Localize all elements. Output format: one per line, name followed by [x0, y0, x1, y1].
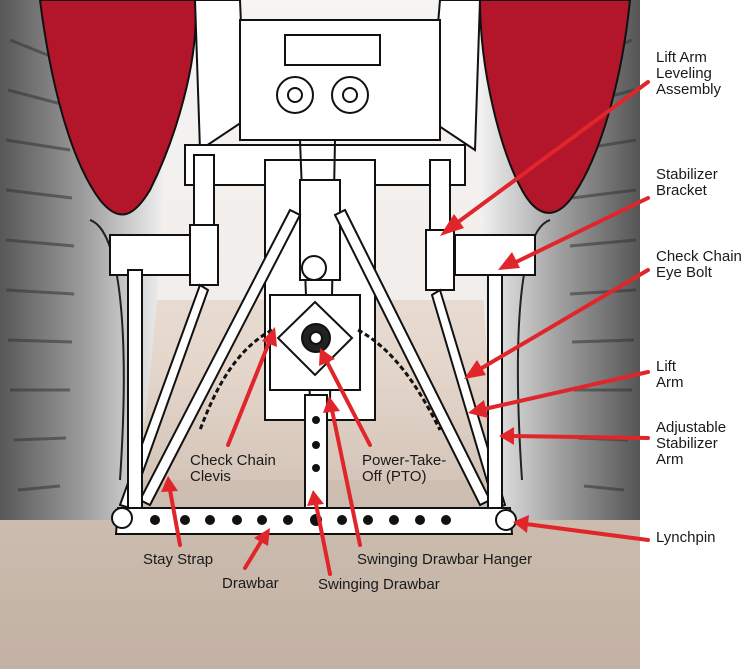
hitch-arms [118, 208, 507, 516]
label-lynchpin: Lynchpin [656, 529, 716, 546]
label-check-chain-clevis: Check Chain Clevis [190, 452, 276, 485]
arrow-check-chain-clevis [226, 327, 277, 447]
arrow-lift-arm [468, 370, 650, 418]
arrow-swinging-drawbar [307, 490, 332, 576]
label-swinging-drawbar-hanger: Swinging Drawbar Hanger [357, 551, 533, 568]
arrow-check-chain-eye-bolt [464, 268, 650, 379]
lift-arm-leveling-cylinders [189, 154, 455, 291]
arrow-drawbar [243, 528, 270, 570]
pto-housing [269, 294, 361, 391]
label-margin [640, 0, 742, 669]
label-stabilizer-bracket: Stabilizer Bracket [656, 166, 718, 199]
drawbar-assembly [111, 394, 517, 535]
arrow-stay-strap [161, 476, 182, 547]
label-lift-arm: Lift Arm [656, 358, 684, 391]
label-lift-arm-leveling-assembly: Lift Arm Leveling Assembly [656, 49, 722, 98]
arrow-swinging-drawbar-hanger [323, 396, 362, 547]
label-check-chain-eye-bolt: Check Chain Eye Bolt [656, 248, 742, 281]
left-fender [38, 0, 197, 216]
arrow-adjustable-stabilizer-arm [499, 427, 650, 445]
label-swinging-drawbar: Swinging Drawbar [318, 576, 440, 593]
arrow-lift-arm-leveling [440, 80, 650, 236]
label-power-take-off: Power-Take- Off (PTO) [362, 452, 447, 485]
arrow-lynchpin [513, 515, 650, 542]
label-adjustable-stabilizer-arm: Adjustable Stabilizer Arm [656, 419, 727, 468]
arrow-stabilizer-bracket [498, 196, 650, 270]
arrow-pto [319, 348, 372, 447]
check-chains [198, 328, 442, 431]
label-stay-strap: Stay Strap [143, 551, 214, 568]
right-fender [478, 0, 632, 214]
label-drawbar: Drawbar [222, 575, 279, 592]
